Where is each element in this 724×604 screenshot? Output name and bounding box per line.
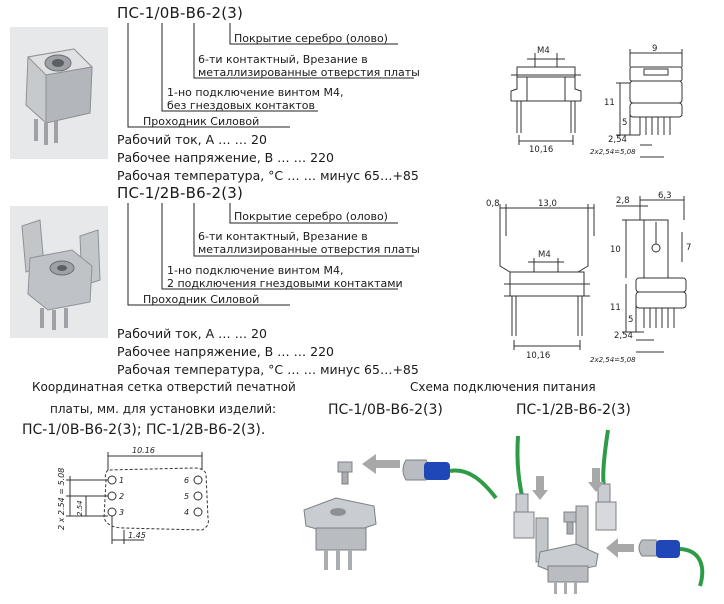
product2-callout-contacts-1: 6-ти контактный, Врезание в bbox=[198, 230, 368, 243]
product1-callout-screw-1: 1-но подключение винтом М4, bbox=[167, 86, 344, 99]
grid-hole-6: 6 bbox=[184, 476, 189, 485]
product1-callout-contacts-2: металлизированные отверстия платы bbox=[198, 66, 420, 79]
p1-dim-11: 11 bbox=[604, 98, 615, 108]
p2-dim-m4: M4 bbox=[538, 250, 551, 260]
wiring-model1: ПС-1/0В-В6-2(3) bbox=[328, 402, 443, 418]
product1-photo bbox=[10, 27, 108, 159]
grid-hole-4: 4 bbox=[184, 508, 189, 517]
grid-title-line2: платы, мм. для установки изделий: bbox=[50, 402, 277, 416]
product2-spec-voltage: Рабочее напряжение, В … … 220 bbox=[117, 344, 334, 359]
product1-callout-screw-2: без гнездовых контактов bbox=[167, 99, 315, 112]
grid-dim-254: 2.54 bbox=[76, 500, 84, 516]
grid-hole-1: 1 bbox=[119, 476, 124, 485]
product1-drawing-front: M4 10,16 bbox=[510, 46, 582, 155]
p2-dim-10: 10 bbox=[610, 245, 621, 255]
product2-drawing-front: 0,8 13,0 M4 10,16 bbox=[486, 199, 595, 361]
grid-hole-drawing: 10.16 2 x 2.54 = 5.08 2.54 1.45 1 2 3 4 … bbox=[57, 446, 209, 544]
p2-dim-63: 6,3 bbox=[658, 191, 672, 201]
grid-hole-2: 2 bbox=[119, 492, 124, 501]
grid-hole-3: 3 bbox=[119, 508, 124, 517]
grid-dim-145: 1.45 bbox=[128, 531, 146, 540]
p2-dim-254: 2,54 bbox=[614, 331, 633, 341]
p2-dim-130: 13,0 bbox=[538, 199, 557, 209]
p1-dim-5: 5 bbox=[622, 118, 627, 128]
product1-callout-type: Проходник Силовой bbox=[143, 115, 260, 128]
p1-dim-9: 9 bbox=[652, 44, 657, 54]
wiring-diagram-2 bbox=[513, 429, 705, 594]
wiring-model2: ПС-1/2В-В6-2(3) bbox=[516, 402, 631, 418]
p1-dim-254: 2,54 bbox=[608, 135, 627, 145]
product2-callout-coating: Покрытие серебро (олово) bbox=[234, 210, 388, 223]
grid-dim-508: 2 x 2.54 = 5.08 bbox=[57, 468, 66, 530]
p1-dim-1016: 10,16 bbox=[529, 145, 553, 155]
product2-spec-temperature: Рабочая температура, °С … … минус 65…+85 bbox=[117, 362, 419, 377]
product1-drawing-side: 9 11 5 2,54 2x2,54=5,08 bbox=[590, 44, 683, 158]
grid-hole-5: 5 bbox=[184, 492, 189, 501]
product1-code: ПС-1/0В-В6-2(3) bbox=[117, 4, 244, 22]
wiring-title: Схема подключения питания bbox=[410, 380, 596, 394]
product2-callout-screw-2: 2 подключения гнездовыми контактами bbox=[167, 277, 403, 290]
product2-callout-type: Проходник Силовой bbox=[143, 293, 260, 306]
p2-dim-508: 2x2,54=5,08 bbox=[590, 356, 636, 364]
grid-dim-1016: 10.16 bbox=[132, 446, 155, 455]
product2-code: ПС-1/2В-В6-2(3) bbox=[117, 184, 244, 202]
p2-dim-08: 0,8 bbox=[486, 199, 500, 209]
product1-callout-contacts-1: 6-ти контактный, Врезание в bbox=[198, 53, 368, 66]
product1-spec-temperature: Рабочая температура, °С … … минус 65…+85 bbox=[117, 168, 419, 183]
product1-spec-current: Рабочий ток, А … … 20 bbox=[117, 132, 267, 147]
grid-title-line1: Координатная сетка отверстий печатной bbox=[32, 380, 296, 394]
p2-dim-7: 7 bbox=[686, 243, 691, 253]
product2-drawing-side: 2,8 6,3 10 7 11 5 2,54 2x2,54=5,08 bbox=[590, 191, 691, 364]
product1-photo-art bbox=[25, 48, 94, 145]
product1-spec-voltage: Рабочее напряжение, В … … 220 bbox=[117, 150, 334, 165]
product2-photo bbox=[10, 206, 108, 338]
product1-callout-coating: Покрытие серебро (олово) bbox=[234, 32, 388, 45]
p2-dim-1016: 10,16 bbox=[526, 351, 550, 361]
wiring-diagram-1 bbox=[303, 454, 498, 570]
product2-callout-screw-1: 1-но подключение винтом М4, bbox=[167, 264, 344, 277]
p2-dim-11: 11 bbox=[610, 303, 621, 313]
p1-dim-508: 2x2,54=5,08 bbox=[590, 148, 636, 156]
p2-dim-5: 5 bbox=[628, 315, 633, 325]
product2-callout-contacts-2: металлизированные отверстия платы bbox=[198, 243, 420, 256]
product2-photo-art bbox=[21, 219, 101, 330]
p2-dim-28: 2,8 bbox=[616, 196, 630, 206]
grid-models: ПС-1/0В-В6-2(3); ПС-1/2В-В6-2(3). bbox=[22, 422, 266, 438]
p1-dim-m4: M4 bbox=[537, 46, 550, 56]
product2-spec-current: Рабочий ток, А … … 20 bbox=[117, 326, 267, 341]
